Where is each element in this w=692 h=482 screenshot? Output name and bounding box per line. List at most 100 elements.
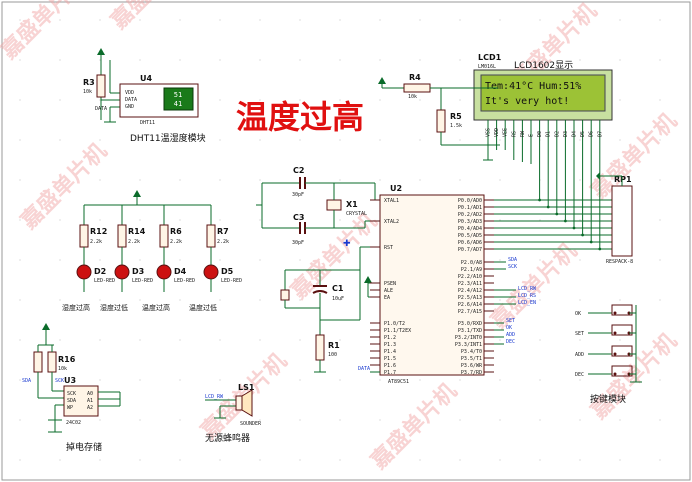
grid-dot (59, 179, 61, 181)
data-bus (483, 150, 612, 251)
lcd-pin-label: D7 (597, 131, 603, 137)
mcu-pin-label: P2.3/A11 (458, 281, 482, 287)
mcu-pin-label: P0.0/AD0 (458, 198, 482, 204)
led-part: LED-RED (221, 278, 242, 284)
dht-pin-gnd: GND (125, 104, 134, 110)
grid-dot (299, 299, 301, 301)
c1-label: C1 (332, 284, 344, 293)
grid-dot (539, 19, 541, 21)
grid-dot (379, 59, 381, 61)
mcu-net-label: LCD_EN (518, 300, 536, 306)
mcu-pin-label: P3.4/T0 (461, 349, 482, 355)
grid-dot (19, 219, 21, 221)
grid-dot (659, 459, 661, 461)
led-resistor-label: R6 (170, 227, 182, 236)
grid-dot (619, 459, 621, 461)
grid-dot (579, 179, 581, 181)
mcu-net-label: DATA (358, 366, 370, 372)
watermark-text: 嘉盛单片机 (366, 378, 462, 474)
ls1-label: LS1 (238, 383, 255, 392)
key-net-label: DEC (575, 372, 584, 378)
mcu-pin-label: P1.3 (384, 342, 396, 348)
grid-dot (139, 419, 141, 421)
grid-dot (99, 19, 101, 21)
grid-dot (539, 379, 541, 381)
oscillator-circuit: C2 30pF C3 30pF X1 CRYSTAL (256, 166, 380, 246)
grid-dot (419, 419, 421, 421)
grid-dot (659, 19, 661, 21)
grid-dot (59, 459, 61, 461)
grid-dot (19, 459, 21, 461)
grid-dot (339, 459, 341, 461)
grid-dot (659, 419, 661, 421)
led-icon (114, 264, 130, 280)
grid-dot (19, 139, 21, 141)
page-title: 温度过高 (236, 98, 364, 136)
led-icon (156, 264, 172, 280)
grid-dot (339, 379, 341, 381)
key-contact (613, 331, 617, 335)
grid-dot (179, 419, 181, 421)
dht-display-temp: 41 (174, 100, 182, 108)
mcu-pin-label: P3.2/INT0 (455, 335, 482, 341)
grid-dot (19, 299, 21, 301)
u3-pin-sck: SCK (67, 391, 76, 397)
r5-label: R5 (450, 112, 462, 121)
mcu-pin-label: P1.5 (384, 356, 396, 362)
lcd-pin-label: D6 (589, 131, 595, 137)
grid-dot (219, 259, 221, 261)
led-resistor-value: 2.2k (217, 239, 229, 245)
lcd-pin-label: D4 (572, 131, 578, 137)
mcu-ref: U2 (390, 184, 402, 193)
grid-dot (459, 179, 461, 181)
rp1-label: RP1 (614, 175, 632, 184)
led-caption: 温度过低 (189, 303, 217, 312)
grid-dot (339, 259, 341, 261)
grid-dot (99, 179, 101, 181)
grid-dot (579, 379, 581, 381)
grid-dot (299, 259, 301, 261)
grid-dot (459, 459, 461, 461)
lcd-pin-label: D1 (546, 131, 552, 137)
key-net-label: ADD (575, 352, 584, 358)
grid-dot (59, 219, 61, 221)
grid-dot (59, 339, 61, 341)
c3-label: C3 (293, 213, 304, 222)
grid-dot (219, 299, 221, 301)
mcu-pin-label: ALE (384, 288, 393, 294)
reset-button (280, 289, 290, 301)
u4-label: U4 (140, 74, 152, 83)
r1-resistor (315, 334, 325, 361)
grid-dot (539, 339, 541, 341)
grid-dot (539, 299, 541, 301)
grid-dot (99, 139, 101, 141)
grid-dot (619, 139, 621, 141)
grid-dot (579, 419, 581, 421)
grid-dot (179, 59, 181, 61)
grid-dot (179, 19, 181, 21)
grid-dot (259, 259, 261, 261)
led-resistor-value: 2.2k (90, 239, 102, 245)
mcu-pin-label: P0.5/AD5 (458, 233, 482, 239)
watermark-text: 嘉盛单片机 (106, 0, 202, 34)
led-resistor-value: 2.2k (170, 239, 182, 245)
grid-dot (659, 379, 661, 381)
grid-dot (299, 99, 301, 101)
grid-dot (499, 419, 501, 421)
r3-label: R3 (83, 78, 95, 87)
led-label: D5 (221, 267, 234, 276)
grid-dot (179, 219, 181, 221)
grid-dot (659, 299, 661, 301)
grid-dot (259, 379, 261, 381)
grid-dot (579, 299, 581, 301)
grid-dot (99, 339, 101, 341)
grid-dot (539, 259, 541, 261)
led-part: LED-RED (94, 278, 115, 284)
r16a-resistor (33, 351, 43, 373)
junction-dot (598, 247, 602, 251)
mcu-net-label: LCD_RS (518, 293, 536, 299)
grid-dot (179, 179, 181, 181)
u3-pin-sda: SDA (67, 398, 76, 404)
